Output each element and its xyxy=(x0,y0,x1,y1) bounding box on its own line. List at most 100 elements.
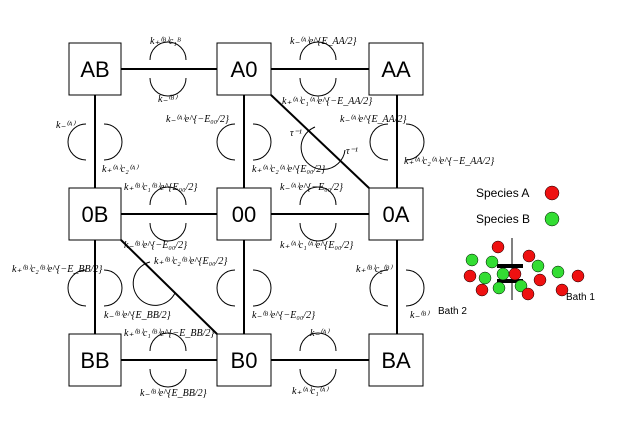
arrow-bb-b0 xyxy=(149,332,187,352)
node-a0: A0 xyxy=(216,42,272,96)
rate-0b-00-top: k₊⁽ᴮ⁾c₁⁽ᴮ⁾e^{E₀₀/2} xyxy=(124,182,197,193)
node-00: 00 xyxy=(216,187,272,241)
rate-0b-bb-right: k₋⁽ᴮ⁾e^{E_BB/2} xyxy=(104,310,171,321)
rate-labels: k₊⁽ᴮ⁾c₁ᴮ k₋⁽ᴮ⁾ k₋⁽ᴬ⁾e^{E_AA/2} k₊⁽ᴬ⁾c₁⁽ᴬ… xyxy=(12,36,494,399)
particle-green xyxy=(531,259,545,273)
particle-red xyxy=(533,273,547,287)
channel-bar-top xyxy=(497,264,523,268)
arrow-0b-ab xyxy=(103,123,123,161)
arrow-ba-0a xyxy=(405,269,425,307)
arrow-diag-bottom xyxy=(132,261,176,306)
node-ab: AB xyxy=(68,42,122,96)
particle-red xyxy=(571,269,585,283)
arrow-00-b0 xyxy=(216,269,236,307)
arrow-ba-b0 xyxy=(299,368,337,388)
node-a0-label: A0 xyxy=(231,57,258,82)
legend-species-a-dot xyxy=(544,185,560,201)
node-00-label: 00 xyxy=(232,202,256,227)
arrow-b0-ba xyxy=(299,332,337,352)
node-aa-label: AA xyxy=(381,57,411,82)
arrow-b0-00 xyxy=(252,269,272,307)
node-0a: 0A xyxy=(368,187,424,241)
particles xyxy=(463,240,585,301)
legend-species-a-label: Species A xyxy=(476,186,529,200)
particle-green xyxy=(496,267,510,281)
rate-diag-tau-2: τ⁻¹ xyxy=(346,146,358,157)
rate-00-b0-right: k₋⁽ᴮ⁾e^{−E₀₀/2} xyxy=(252,310,315,321)
particle-red xyxy=(555,283,569,297)
node-ba-label: BA xyxy=(381,348,411,373)
particle-green xyxy=(485,255,499,269)
legend-species-b-label: Species B xyxy=(476,212,530,226)
arrow-aa-a0 xyxy=(299,77,337,97)
arrow-0b-00 xyxy=(149,186,187,206)
particle-green xyxy=(478,271,492,285)
rate-00-b0-left: k₊⁽ᴮ⁾c₂⁽ᴮ⁾e^{E₀₀/2} xyxy=(154,256,227,267)
node-0b: 0B xyxy=(68,187,122,241)
rate-a0-00-left: k₋⁽ᴬ⁾e^{−E₀₀/2} xyxy=(166,114,229,125)
node-aa: AA xyxy=(368,42,424,96)
node-bb: BB xyxy=(68,333,122,387)
edge-a0-0a-diag xyxy=(270,94,370,189)
rate-aa-0a-right: k₊⁽ᴬ⁾c₂⁽ᴬ⁾e^{−E_AA/2} xyxy=(404,156,494,167)
arrow-a0-aa xyxy=(299,41,337,61)
rate-bb-b0-top: k₊⁽ᴮ⁾c₁⁽ᴮ⁾e^{−E_BB/2} xyxy=(124,328,214,339)
channel-bar-bottom xyxy=(497,279,523,283)
arrow-0b-bb xyxy=(67,269,87,307)
arrow-00-0a xyxy=(299,186,337,206)
rate-0b-bb-left: k₊⁽ᴮ⁾c₂⁽ᴮ⁾e^{−E_BB/2} xyxy=(12,264,102,275)
rate-0a-ba-left: k₊⁽ᴮ⁾c₂⁽ᴮ⁾ xyxy=(356,264,393,275)
bath-1-label: Bath 1 xyxy=(566,292,595,303)
node-b0: B0 xyxy=(216,333,272,387)
arrow-a0-ab xyxy=(149,77,187,97)
rate-0a-ba-right: k₋⁽ᴮ⁾ xyxy=(410,310,430,321)
arrow-00-0b xyxy=(149,222,187,242)
arrow-0a-00 xyxy=(299,222,337,242)
legend: Species A Species B xyxy=(476,185,560,227)
arrow-ab-0b xyxy=(67,123,87,161)
particle-red xyxy=(522,249,536,263)
arrow-0a-aa xyxy=(405,123,425,161)
rate-a0-aa-bottom: k₊⁽ᴬ⁾c₁⁽ᴬ⁾e^{−E_AA/2} xyxy=(282,96,372,107)
arrow-bb-0b xyxy=(103,269,123,307)
arrow-00-a0 xyxy=(252,123,272,161)
particle-green xyxy=(514,279,528,293)
edge-0b-b0-diag xyxy=(120,239,218,335)
arrow-aa-0a xyxy=(369,123,389,161)
rate-0b-00-bottom: k₋⁽ᴮ⁾e^{−E₀₀/2} xyxy=(124,240,187,251)
particle-green xyxy=(465,253,479,267)
node-0a-label: 0A xyxy=(383,202,410,227)
rate-diag-tau-1: τ⁻¹ xyxy=(290,128,302,139)
edges xyxy=(94,68,398,361)
nodes: AB A0 AA 0B 00 0A BB B0 BA xyxy=(68,42,424,387)
rate-ab-0b-right: k₊⁽ᴬ⁾c₂⁽ᴬ⁾ xyxy=(102,164,139,175)
particle-green xyxy=(492,281,506,295)
particle-green xyxy=(551,265,565,279)
rate-aa-0a-left: k₋⁽ᴬ⁾e^{E_AA/2} xyxy=(340,114,407,125)
rate-b0-ba-bottom: k₊⁽ᴬ⁾c₁⁽ᴬ⁾ xyxy=(292,386,329,397)
rate-ab-a0-top: k₊⁽ᴮ⁾c₁ᴮ xyxy=(150,36,181,47)
particle-red xyxy=(508,267,522,281)
arrow-0a-ba xyxy=(369,269,389,307)
rate-00-0a-bottom: k₊⁽ᴬ⁾c₁⁽ᴬ⁾e^{E₀₀/2} xyxy=(280,240,353,251)
bath-2-label: Bath 2 xyxy=(438,306,467,317)
rate-00-0a-top: k₋⁽ᴬ⁾e^{−E₀₀/2} xyxy=(280,182,343,193)
rate-ab-a0-bottom: k₋⁽ᴮ⁾ xyxy=(158,94,178,105)
node-ba: BA xyxy=(368,333,424,387)
rate-ab-0b-left: k₋⁽ᴬ⁾ xyxy=(56,120,76,131)
particle-red xyxy=(521,287,535,301)
arrow-b0-bb xyxy=(149,368,187,388)
arrow-ab-a0 xyxy=(149,41,187,61)
particle-red xyxy=(491,240,505,254)
rate-bb-b0-bottom: k₋⁽ᴮ⁾e^{E_BB/2} xyxy=(140,388,207,399)
particle-red xyxy=(463,269,477,283)
node-ab-label: AB xyxy=(80,57,109,82)
node-b0-label: B0 xyxy=(231,348,258,373)
node-bb-label: BB xyxy=(80,348,109,373)
legend-species-b-dot xyxy=(544,211,560,227)
rate-b0-ba-top: k₋⁽ᴬ⁾ xyxy=(310,328,330,339)
particle-red xyxy=(475,283,489,297)
rate-arrows xyxy=(67,41,425,388)
